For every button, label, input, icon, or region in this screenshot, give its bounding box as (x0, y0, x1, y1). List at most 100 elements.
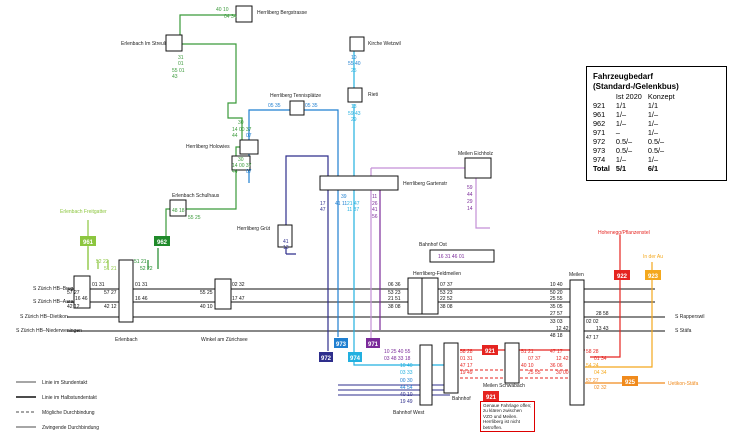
time: 13 (351, 104, 357, 110)
timetable-times: 40 10 04 34 31 01 55 01 43 10 55 40 25 1… (67, 7, 609, 405)
time: 31 (178, 55, 184, 61)
time: 21 47 (347, 201, 360, 207)
stop-rieti-label: Rieti (368, 92, 378, 98)
time: 51 21 (104, 266, 117, 272)
time: 07 37 (440, 282, 453, 288)
badge-921a (482, 345, 498, 355)
stop-schwabach-label: Meilen Schwabach (483, 383, 525, 389)
rail-rapperswil-label: S Rapperswil (675, 314, 704, 320)
legend-half-hourly-label: Linie im Halbstundentakt (42, 395, 97, 401)
time: 26 (372, 201, 378, 207)
time: 11 (372, 194, 377, 200)
time: 22 52 (440, 296, 453, 302)
time: 03 48 33 18 (384, 356, 411, 362)
time: 55 25 (200, 290, 213, 296)
badge-923 (645, 270, 661, 280)
cell: 0.5/– (647, 146, 665, 155)
cell: 921 (593, 101, 606, 110)
time: 39 (341, 194, 347, 200)
rail-niederweningen-label: S Zürich HB–Niederweningen (16, 328, 82, 334)
time: 06 36 (388, 282, 401, 288)
fleet-header-cell: Konzept (647, 92, 675, 101)
stop-feldmeilen-box2 (421, 277, 439, 315)
stop-gruet-label: Herrliberg Grüt (237, 226, 271, 232)
stop-erlenbach-box2 (118, 259, 134, 323)
stop-freitgatter-label: Erlenbach Freitgatter (60, 209, 107, 215)
badge-925-text: 925 (625, 380, 636, 386)
line-973-path (248, 109, 339, 337)
time: 52 22 (96, 259, 109, 265)
badge-962-text: 962 (157, 240, 168, 246)
time: 01 31 (92, 282, 105, 288)
time: 40 10 (521, 363, 534, 369)
badge-971 (366, 338, 380, 348)
stop-boxes (73, 5, 585, 406)
cell: 974 (593, 155, 606, 164)
stop-bahnhof-west-label: Bahnhof West (393, 410, 425, 416)
stop-holowies-box2 (231, 155, 251, 171)
schedule-note: Genaue Fahrlage offen; zu klären zwische… (480, 401, 535, 433)
time: 25 (351, 68, 357, 74)
legend: Linie im Stundentakt Linie im Halbstunde… (16, 380, 99, 431)
fleet-header-cell (593, 92, 616, 101)
time: 10 40 (400, 363, 413, 369)
stop-gartenstr-box (319, 175, 399, 191)
cell: 1/1 (647, 101, 659, 110)
stop-schulhaus-box (169, 199, 187, 217)
time: 10 40 (550, 282, 563, 288)
time: 40 10 (216, 7, 229, 13)
time: 59 (467, 185, 473, 191)
badge-921b-text: 921 (486, 395, 497, 401)
time: 30 00 (556, 370, 569, 376)
time: 30 (238, 157, 244, 163)
time: 53 23 (440, 290, 453, 296)
stop-winkel-label: Winkel am Zürichsee (201, 337, 248, 343)
time: 11 37 (347, 207, 359, 213)
line-962-branch (147, 248, 159, 269)
time: 12 42 (556, 326, 569, 332)
time: 07 37 (528, 356, 541, 362)
stop-feldmeilen-label: Herrliberg-Feldmeilen (413, 271, 461, 277)
stop-winkel-box (214, 278, 232, 310)
time: 43 (172, 74, 178, 80)
stop-tennisplaetze-label: Herrliberg Tennisplätze (270, 93, 321, 99)
badge-972-text: 972 (321, 356, 332, 362)
stop-tennisplaetze-box (289, 100, 305, 116)
stop-uetikon-label: Uetikon-Stäfa (668, 381, 699, 387)
badge-921b (483, 391, 499, 401)
time: 04 34 (224, 14, 237, 20)
line-974-path (353, 40, 450, 366)
time: 58 28 (460, 349, 473, 355)
stop-wetzwil-label: Kirche Wetzwil (368, 41, 401, 47)
time: 12 42 (556, 356, 569, 362)
line-972-path (285, 155, 329, 351)
cell: – (615, 128, 620, 137)
time: 55 40 (348, 61, 361, 67)
time: 10 25 40 55 (384, 349, 411, 355)
time: 27 57 (550, 311, 563, 317)
badge-974-text: 974 (350, 356, 361, 362)
time: 17 (320, 201, 326, 207)
line-badges: 961 962 973 971 972 974 921 921 922 923 … (80, 236, 661, 401)
time: 07 (246, 169, 252, 175)
legend-forced-label: Zwingende Durchbindung (42, 425, 99, 431)
time: 53 23 (388, 290, 401, 296)
time: 25 55 (528, 370, 541, 376)
rail-aarau-label: S Zürich HB–Aarau (33, 299, 76, 305)
time: 19 49 (400, 399, 413, 405)
stop-holowies-box (239, 139, 259, 155)
time: 58 28 (586, 349, 599, 355)
time: 10 (351, 55, 357, 61)
stop-streuli-box (165, 34, 183, 52)
cell: 1/– (647, 110, 659, 119)
cell: 1/– (647, 119, 659, 128)
time: 38 08 (440, 304, 453, 310)
time: 16 31 46 01 (438, 254, 465, 260)
time: 48 18 (550, 333, 563, 339)
cell: 0.5/– (615, 137, 633, 146)
time: 41 (372, 207, 378, 213)
